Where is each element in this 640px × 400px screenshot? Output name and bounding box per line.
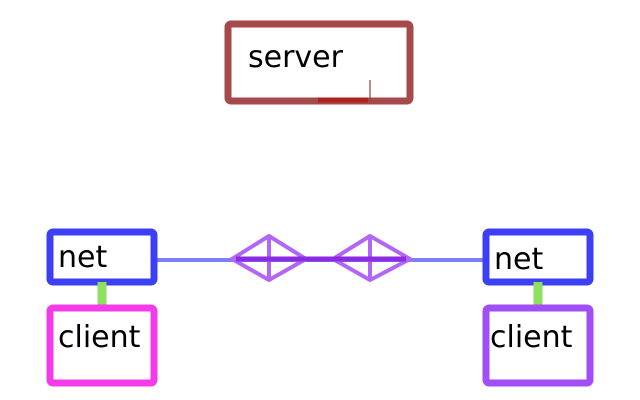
client-node-right[interactable]: client: [482, 304, 594, 387]
client-node-left[interactable]: client: [46, 304, 158, 387]
server-label: server: [248, 40, 344, 75]
client-left-box: [46, 304, 158, 387]
net-right-label: net: [494, 242, 543, 277]
server-node[interactable]: server: [224, 20, 414, 105]
net-left-label: net: [58, 240, 107, 275]
net-node-left[interactable]: net: [46, 228, 158, 286]
client-left-label: client: [58, 320, 141, 355]
link-diamond-left: [230, 234, 308, 282]
link-diamond-right: [302, 234, 412, 282]
client-right-box: [482, 304, 594, 387]
net-node-right[interactable]: net: [482, 228, 594, 286]
client-right-label: client: [490, 320, 573, 355]
